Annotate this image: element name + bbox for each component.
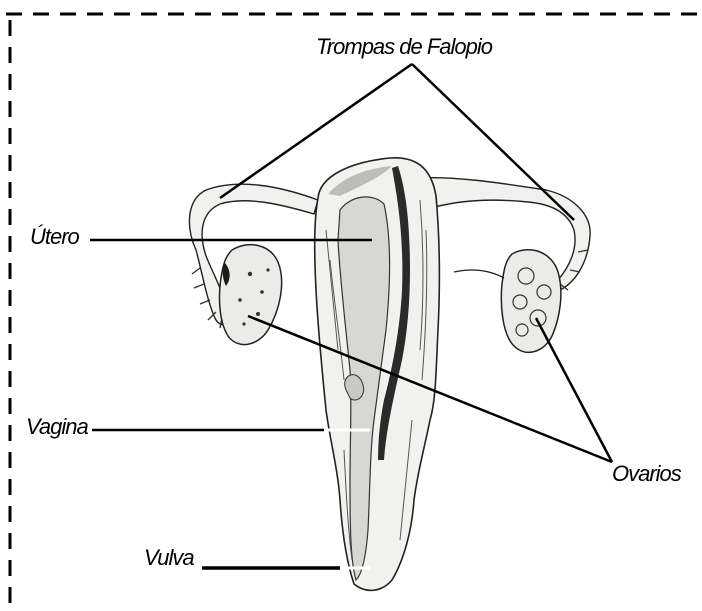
uterus-body bbox=[315, 158, 440, 591]
label-vulva: Vulva bbox=[144, 547, 194, 569]
label-vagina: Vagina bbox=[26, 416, 88, 438]
label-ovarios: Ovarios bbox=[612, 463, 681, 485]
label-trompas-de-falopio: Trompas de Falopio bbox=[316, 36, 492, 58]
label-utero: Útero bbox=[30, 226, 79, 248]
left-ovary bbox=[220, 245, 282, 345]
